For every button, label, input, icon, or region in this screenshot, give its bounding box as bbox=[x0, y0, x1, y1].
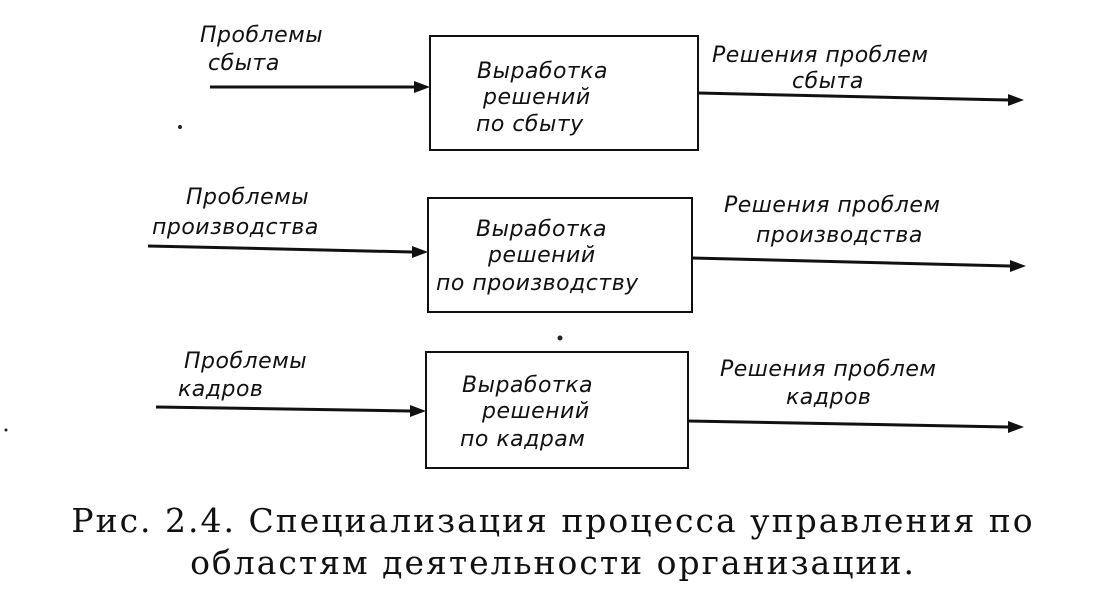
output-arrowhead-sales bbox=[1008, 94, 1024, 106]
input-arrowhead-sales bbox=[414, 81, 430, 93]
output-label-personnel-line2: кадров bbox=[786, 385, 871, 410]
scan-speck bbox=[178, 125, 182, 129]
output-label-personnel-line1: Решения проблем bbox=[720, 357, 936, 382]
input-arrow-production bbox=[147, 244, 413, 254]
process-label-sales-line2: решений bbox=[482, 85, 591, 110]
scan-speck bbox=[557, 335, 563, 341]
output-arrowhead-production bbox=[1010, 260, 1026, 272]
process-label-production-line1: Выработка bbox=[476, 217, 607, 242]
output-label-sales-line1: Решения проблем bbox=[712, 43, 928, 68]
row-production: Проблемы производства Выработка решений … bbox=[147, 185, 1026, 313]
input-label-personnel-line2: кадров bbox=[178, 377, 263, 402]
output-arrowhead-personnel bbox=[1008, 421, 1024, 433]
output-arrow-personnel bbox=[687, 419, 1009, 429]
input-label-sales-line2: сбыта bbox=[208, 51, 280, 76]
input-arrowhead-production bbox=[412, 246, 428, 258]
output-label-production-line2: производства bbox=[756, 223, 923, 248]
caption-line1: Рис. 2.4. Специализация процесса управле… bbox=[71, 501, 1035, 540]
input-label-production-line1: Проблемы bbox=[186, 185, 309, 210]
caption-line2: областям деятельности организации. bbox=[190, 543, 916, 582]
figure-caption: Рис. 2.4. Специализация процесса управле… bbox=[0, 500, 1106, 584]
row-personnel: Проблемы кадров Выработка решений по кад… bbox=[155, 349, 1024, 469]
input-arrow-personnel bbox=[155, 405, 411, 413]
scan-speck bbox=[4, 428, 8, 432]
process-box-production bbox=[427, 197, 693, 313]
input-label-production-line2: производства bbox=[152, 215, 319, 240]
output-arrow-sales bbox=[697, 91, 1009, 102]
input-arrowhead-personnel bbox=[410, 405, 426, 417]
process-label-personnel-line3: по кадрам bbox=[460, 427, 585, 452]
process-label-production-line2: решений bbox=[487, 243, 596, 268]
process-label-sales-line1: Выработка bbox=[477, 59, 608, 84]
process-label-personnel-line1: Выработка bbox=[462, 373, 593, 398]
process-label-production-line3: по производству bbox=[436, 271, 639, 296]
input-label-sales-line1: Проблемы bbox=[200, 23, 323, 48]
process-box-personnel bbox=[425, 351, 689, 469]
process-label-sales-line3: по сбыту bbox=[476, 112, 584, 137]
process-label-personnel-line2: решений bbox=[481, 399, 590, 424]
output-label-production-line1: Решения проблем bbox=[724, 193, 940, 218]
input-label-personnel-line1: Проблемы bbox=[184, 349, 307, 374]
output-arrow-production bbox=[691, 256, 1011, 268]
output-label-sales-line2: сбыта bbox=[792, 69, 864, 94]
row-sales: Проблемы сбыта Выработка решений по сбыт… bbox=[200, 23, 1024, 151]
